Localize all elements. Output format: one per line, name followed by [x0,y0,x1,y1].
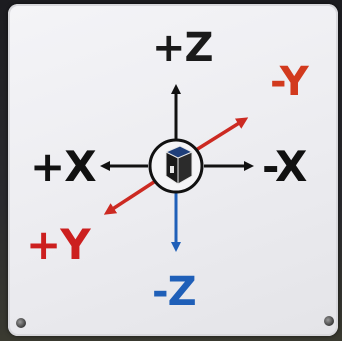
plus-y-arrow [103,180,155,215]
screw-bottom-right [324,316,334,326]
screw-bottom-left [16,318,26,328]
minus-y-label: -Y [270,59,309,105]
plus-y-label: +Y [26,220,91,269]
minus-z-label: -Z [152,269,197,315]
plus-x-label: +X [30,142,97,191]
cube-icon [165,145,193,185]
plus-z-label: +Z [152,25,214,71]
minus-x-label: -X [262,142,307,191]
minus-y-arrow [195,117,249,152]
